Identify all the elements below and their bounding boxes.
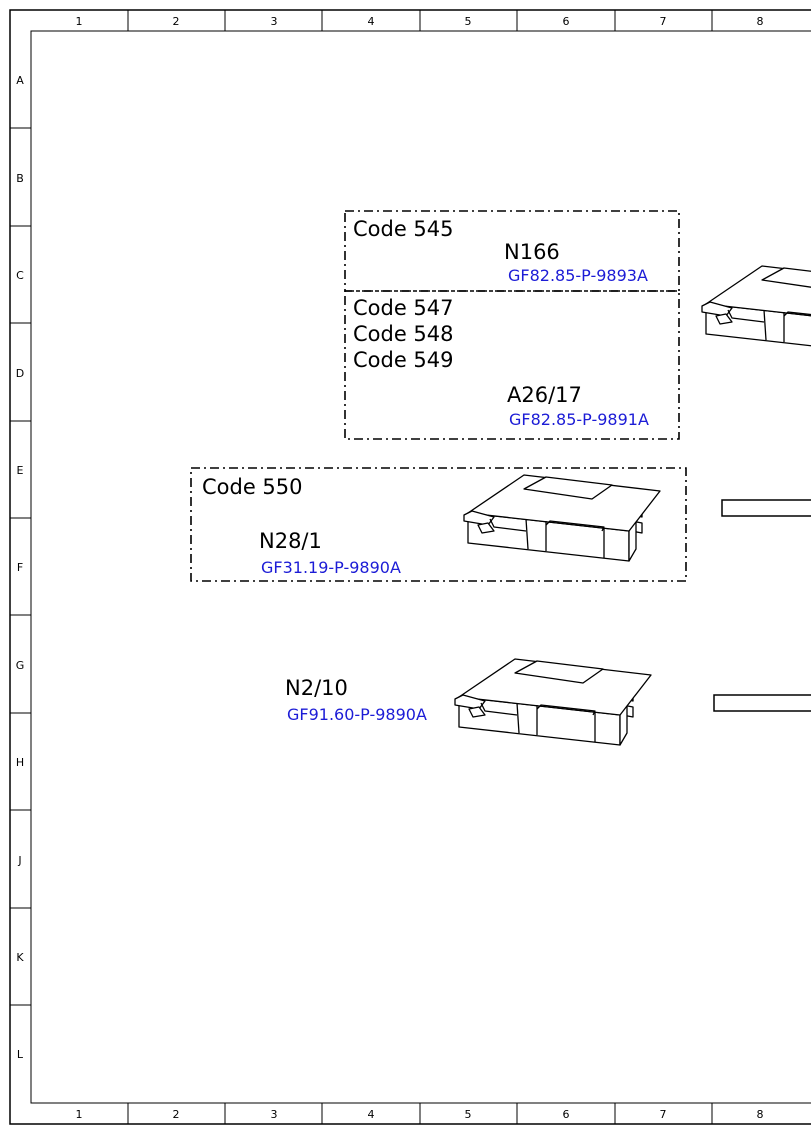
component-label-n2-10: N2/10 xyxy=(285,676,348,700)
reference-link-a26-17[interactable]: GF82.85-P-9891A xyxy=(509,410,649,429)
column-labels-bottom: 1 2 3 4 5 6 7 8 xyxy=(76,1108,764,1121)
column-label: 6 xyxy=(563,1108,570,1121)
row-label: J xyxy=(17,854,21,867)
group-box-code-547-549 xyxy=(344,290,680,440)
row-label: D xyxy=(16,367,24,380)
column-label: 4 xyxy=(368,1108,375,1121)
connector-bar-upper xyxy=(721,499,811,517)
group-box-code-550 xyxy=(190,467,687,582)
row-label: C xyxy=(16,269,24,282)
column-label: 3 xyxy=(271,1108,278,1121)
component-label-n166: N166 xyxy=(504,240,560,264)
inner-frame xyxy=(30,30,811,1104)
code-label: Code 547 xyxy=(353,296,454,320)
column-label: 5 xyxy=(465,1108,472,1121)
group-box-code-545 xyxy=(344,210,680,292)
row-labels: A B C D E F G H J K L xyxy=(16,74,25,1061)
column-label: 8 xyxy=(757,15,764,28)
column-label: 7 xyxy=(660,15,667,28)
row-label: E xyxy=(17,464,24,477)
module-n2-10-icon xyxy=(454,658,652,746)
column-label: 6 xyxy=(563,15,570,28)
connector-bar-lower xyxy=(713,694,811,712)
column-label: 5 xyxy=(465,15,472,28)
code-label: Code 545 xyxy=(353,217,454,241)
column-label: 4 xyxy=(368,15,375,28)
column-label: 1 xyxy=(76,15,83,28)
column-label: 8 xyxy=(757,1108,764,1121)
column-label: 1 xyxy=(76,1108,83,1121)
reference-link-n28-1[interactable]: GF31.19-P-9890A xyxy=(261,558,401,577)
reference-link-n2-10[interactable]: GF91.60-P-9890A xyxy=(287,705,427,724)
row-label: B xyxy=(16,172,24,185)
row-dividers xyxy=(10,127,31,1006)
component-label-a26-17: A26/17 xyxy=(507,383,582,407)
row-label: G xyxy=(16,659,25,672)
row-label: H xyxy=(16,756,24,769)
column-label: 7 xyxy=(660,1108,667,1121)
reference-link-n166[interactable]: GF82.85-P-9893A xyxy=(508,266,648,285)
row-label: A xyxy=(16,74,24,87)
column-label: 2 xyxy=(173,15,180,28)
outer-frame xyxy=(9,9,811,1125)
module-n166-icon xyxy=(701,265,811,353)
group-boxes xyxy=(190,210,687,582)
column-dividers xyxy=(127,10,713,1124)
column-labels-top: 1 2 3 4 5 6 7 8 xyxy=(76,15,764,28)
code-label: Code 550 xyxy=(202,475,303,499)
module-n28-1-icon xyxy=(463,474,661,562)
row-label: F xyxy=(17,561,23,574)
code-label: Code 549 xyxy=(353,348,454,372)
component-label-n28-1: N28/1 xyxy=(259,529,322,553)
column-label: 2 xyxy=(173,1108,180,1121)
column-label: 3 xyxy=(271,15,278,28)
row-label: L xyxy=(17,1048,24,1061)
row-label: K xyxy=(16,951,24,964)
code-label: Code 548 xyxy=(353,322,454,346)
